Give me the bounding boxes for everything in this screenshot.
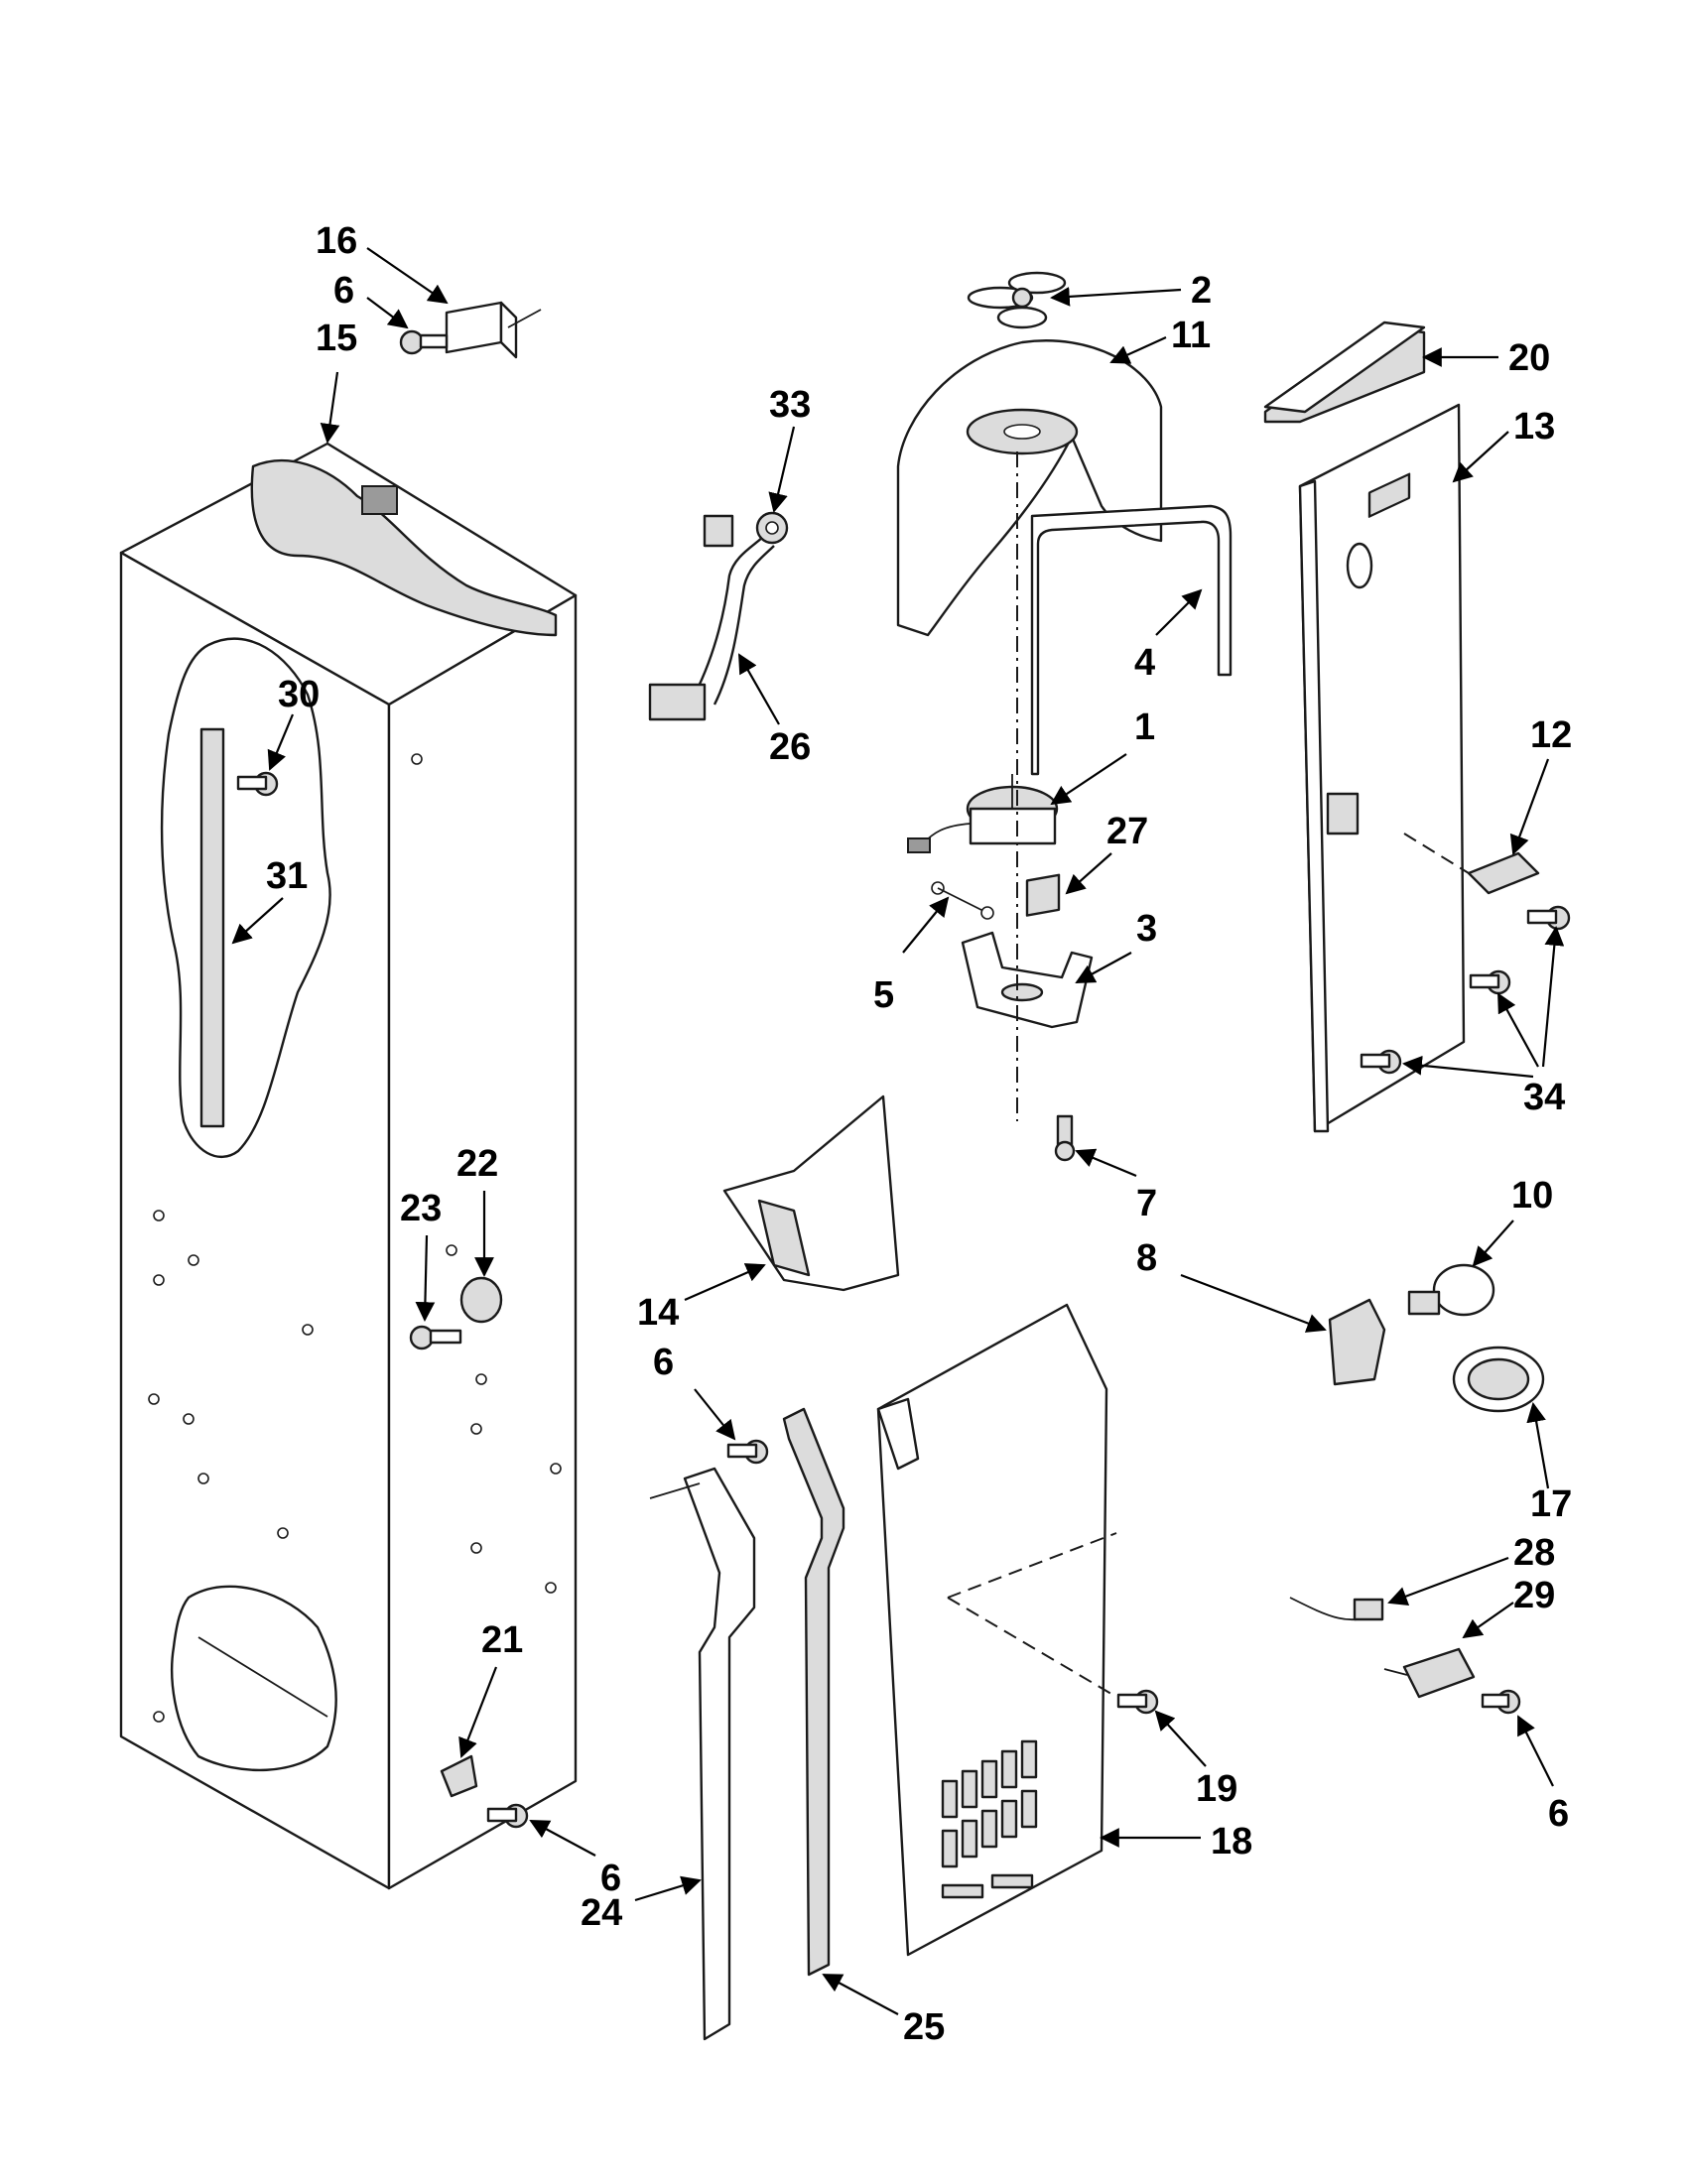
callout-6-switch: 6 [1548,1793,1569,1835]
gasket-part-25 [782,1407,845,1977]
callout-26: 26 [769,726,811,768]
fan-motor-part-1 [907,774,1059,853]
callout-3: 3 [1136,908,1157,950]
callout-7: 7 [1136,1183,1157,1224]
callout-2: 2 [1191,270,1212,312]
callout-33: 33 [769,384,811,426]
callout-11: 11 [1171,315,1211,356]
motor-bracket-part-3 [961,931,1094,1029]
pad-part-27 [1025,873,1061,917]
bumper-part-22 [459,1276,503,1324]
callout-1: 1 [1134,707,1155,748]
callout-4: 4 [1134,642,1155,684]
rear-panel-part-13 [1298,403,1470,1133]
light-bulb-part-10 [1407,1263,1495,1317]
trim-part-20 [1263,321,1426,424]
screw-part-19 [1116,1689,1159,1715]
callout-27: 27 [1106,811,1148,852]
callout-34: 34 [1523,1077,1565,1118]
callout-31: 31 [266,855,308,897]
screw-part-23 [409,1325,462,1350]
fan-shroud-part-11 [896,339,1163,637]
callout-15: 15 [316,318,357,359]
screw-part-30 [236,771,279,797]
callout-28: 28 [1513,1532,1555,1574]
trough-part-14 [722,1094,900,1292]
bracket-part-16 [445,301,542,359]
screw-part-7 [1054,1114,1076,1162]
callout-19: 19 [1196,1768,1237,1810]
light-shield-part-17 [1452,1346,1545,1413]
cover-vents [941,1739,1038,1899]
callout-29: 29 [1513,1575,1555,1616]
callout-20: 20 [1508,337,1550,379]
cabinet-liner-part [119,442,578,1890]
callout-10: 10 [1511,1175,1553,1217]
wire-harness-part-26 [648,511,789,721]
callout-21: 21 [481,1619,523,1661]
bracket-part-24 [649,1467,756,2041]
ground-wire-part-5 [931,881,994,920]
callout-6-bottom: 6 [600,1858,621,1899]
callout-16: 16 [316,220,357,262]
clip-part-12 [1467,851,1540,895]
screw-part-6-bracket [726,1439,769,1465]
callout-24: 24 [581,1892,622,1934]
callout-labels: 16 6 15 33 26 2 11 20 13 4 30 31 1 27 12… [266,220,1572,2048]
callout-14: 14 [637,1292,679,1334]
cabinet-mounting-holes [148,753,562,1723]
callout-13: 13 [1513,406,1555,448]
callout-12: 12 [1530,714,1572,756]
callout-25: 25 [903,2006,945,2048]
screw-part-6-top [399,329,449,355]
harness-part-28 [1289,1597,1384,1621]
callout-23: 23 [400,1188,442,1229]
gasket-part-4 [1030,504,1233,776]
callout-17: 17 [1530,1483,1572,1525]
callout-18: 18 [1211,1821,1252,1863]
callout-6-top: 6 [333,270,354,312]
screw-part-6-switch [1481,1689,1521,1715]
leader-lines [231,247,1565,2015]
front-cover-part-18 [876,1303,1117,1957]
screw-part-6-bottom [486,1803,529,1829]
callout-6-bracket: 6 [653,1342,674,1383]
clip-part-21 [440,1754,478,1798]
callout-5: 5 [873,974,894,1016]
callout-8: 8 [1136,1237,1157,1279]
fan-blade-part-2 [967,271,1067,329]
callout-30: 30 [278,674,320,715]
light-socket-part-8 [1328,1298,1386,1386]
callout-22: 22 [456,1143,498,1185]
switch-part-29 [1383,1647,1476,1699]
screws-part-34 [1360,905,1571,1075]
